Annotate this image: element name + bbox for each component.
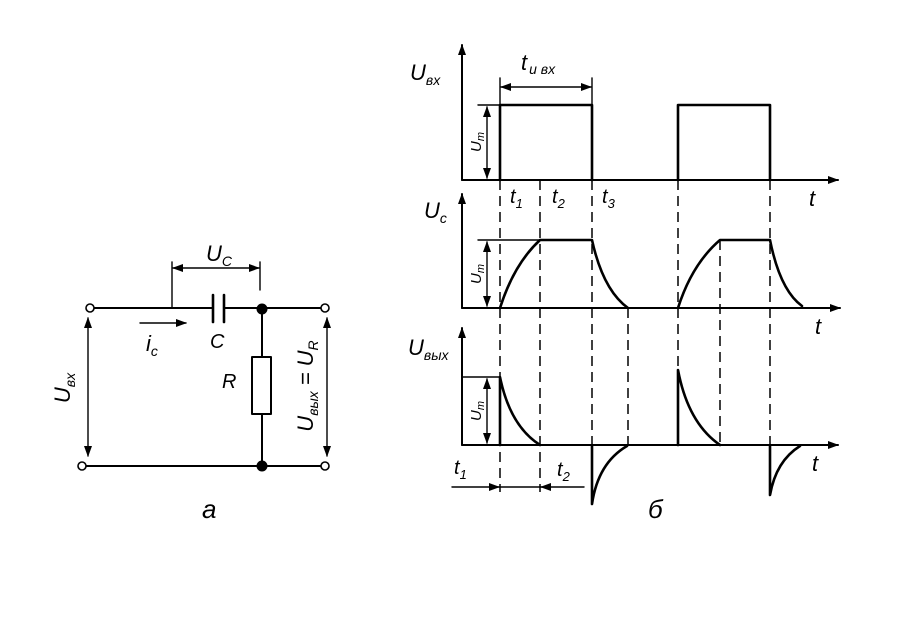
output-amplitude-subscript: m [475, 401, 487, 410]
capacitor-amplitude-symbol: U [468, 273, 485, 284]
capacitor-voltage-label: UC [206, 241, 233, 269]
capacitor-voltage-graph: Uc t Um [424, 193, 841, 339]
output-amplitude-symbol: U [468, 410, 485, 421]
output-voltage-equals: = [293, 372, 318, 385]
timing-panel-label: б [648, 494, 664, 524]
interval-t1-subscript: 1 [460, 467, 467, 482]
capacitor-curve-2 [676, 238, 804, 310]
interval-t2-label: t2 [557, 459, 571, 484]
resistor-label: R [222, 371, 236, 393]
capacitor-graph-x-label: t [815, 314, 822, 339]
capacitor-label: C [210, 331, 225, 353]
output-terminal-top [320, 303, 330, 313]
marker-t1-subscript: 1 [516, 196, 523, 211]
capacitor-curve-1 [498, 238, 630, 310]
output-graph-y-label: Uвых [408, 335, 450, 363]
marker-t1: t1 [510, 186, 523, 211]
capacitor-amplitude-label: Um [468, 264, 487, 284]
current-subscript: c [151, 343, 158, 359]
input-amplitude-symbol: U [468, 141, 485, 152]
circuit-panel-label: а [202, 494, 216, 524]
output-positive-spike-2 [676, 368, 722, 447]
junction-node-bottom [256, 460, 268, 472]
interval-t1-symbol: t [454, 457, 461, 479]
input-graph-x-label: t [809, 186, 816, 211]
marker-t2: t2 [552, 186, 566, 211]
output-voltage-label: Uвых=UR [293, 340, 321, 431]
input-voltage-subscript: вх [62, 372, 78, 387]
output-voltage-symbol: U [293, 416, 318, 432]
interval-t2-subscript: 2 [562, 469, 571, 484]
input-amplitude-subscript: m [475, 132, 487, 141]
input-voltage-symbol: U [50, 387, 75, 403]
capacitor-voltage-symbol: U [206, 241, 222, 266]
input-amplitude-label: Um [468, 132, 487, 152]
marker-t3: t3 [602, 186, 616, 211]
input-graph-y-symbol: U [410, 60, 426, 85]
capacitor-graph-y-label: Uc [424, 198, 447, 226]
capacitor-amplitude-subscript: m [475, 264, 487, 273]
current-label: ic [146, 331, 158, 359]
output-negative-spike-2 [768, 443, 802, 497]
junction-node-top [256, 303, 268, 315]
input-voltage-label: Uвх [50, 372, 78, 403]
input-graph-y-label: Uвх [410, 60, 441, 88]
capacitor-graph-y-subscript: c [440, 210, 447, 226]
input-terminal-top [85, 303, 95, 313]
marker-t2-subscript: 2 [557, 196, 566, 211]
output-voltage-symbol-r: U [293, 350, 318, 366]
marker-t1-symbol: t [510, 186, 517, 208]
interval-t2-symbol: t [557, 459, 564, 481]
output-negative-spike-1 [590, 443, 629, 506]
pulse-width-symbol: t [521, 50, 528, 75]
input-pulse-1 [498, 103, 594, 182]
input-graph-y-subscript: вх [426, 72, 441, 88]
marker-t3-symbol: t [602, 186, 609, 208]
interval-t1-label: t1 [454, 457, 467, 482]
pulse-width-subscript: и вх [529, 61, 556, 77]
output-voltage-graph: Uвых t Um t1 t2 [408, 327, 839, 506]
output-graph-y-symbol: U [408, 335, 424, 360]
output-positive-spike-1 [498, 375, 542, 447]
input-terminal-bottom [77, 461, 87, 471]
output-graph-y-subscript: вых [424, 347, 450, 363]
output-terminal-bottom [320, 461, 330, 471]
circuit-diagram: Uвх Uвых=UR UC ic C R а [50, 241, 331, 524]
resistor-body [251, 356, 272, 415]
output-voltage-subscript-r: R [305, 340, 321, 350]
input-pulse-2 [676, 103, 772, 182]
output-voltage-subscript: вых [305, 390, 321, 416]
output-graph-x-label: t [812, 451, 819, 476]
capacitor-voltage-subscript: C [222, 253, 233, 269]
marker-t2-symbol: t [552, 186, 559, 208]
current-symbol: i [146, 331, 152, 356]
marker-t3-subscript: 3 [608, 196, 616, 211]
alignment-guides [499, 180, 771, 505]
output-amplitude-label: Um [468, 401, 487, 421]
capacitor-graph-y-symbol: U [424, 198, 440, 223]
